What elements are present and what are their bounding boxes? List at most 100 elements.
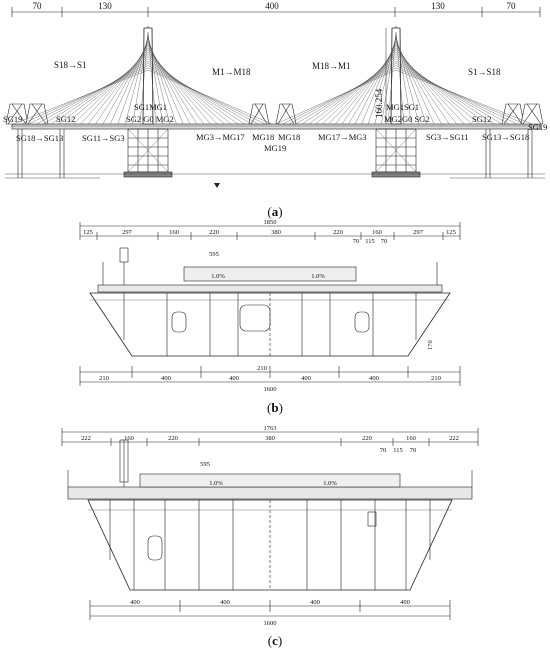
stay-cable <box>395 51 472 125</box>
stay-cable <box>147 58 238 125</box>
right-end-label: SG19 <box>528 122 547 132</box>
stay-cable <box>95 45 149 125</box>
left-bottom-b: SG11→SG3 <box>82 133 125 143</box>
stay-cable <box>395 58 495 125</box>
c-bot-1: 400 <box>130 599 140 606</box>
stay-cables <box>13 31 533 125</box>
b-top-9: 125 <box>446 229 456 236</box>
b-bot-1: 210 <box>99 375 109 382</box>
stay-cable <box>348 45 397 125</box>
b-top-3: 160 <box>169 229 179 236</box>
b-inner: 595 <box>209 251 219 258</box>
crane-right-end <box>520 103 544 125</box>
caption-b: (b) <box>267 400 283 415</box>
b-bot-6: 210 <box>431 375 441 382</box>
span-3: 400 <box>265 1 279 11</box>
stay-cable <box>147 51 218 125</box>
c-top-3: 220 <box>168 435 178 442</box>
stay-cable <box>28 65 149 125</box>
b-top-2: 297 <box>122 229 133 236</box>
stay-cable <box>73 51 149 125</box>
b-small-1: 70 <box>353 238 360 245</box>
stay-cable <box>147 45 198 125</box>
left-mid-label: SG12 <box>56 114 75 124</box>
center-a: MG3→MG17 <box>196 132 245 142</box>
stay-cable <box>13 69 149 125</box>
c-bot-2: 400 <box>220 599 230 606</box>
stay-cable <box>395 65 518 125</box>
center-b: MG18 <box>252 132 274 142</box>
stay-cable <box>395 49 465 125</box>
b-slope-1: 1.0% <box>211 273 225 280</box>
b-bot-2: 400 <box>161 375 171 382</box>
caption-a: (a) <box>267 204 282 219</box>
stay-cable <box>65 54 149 125</box>
caption-c: (c) <box>268 633 282 648</box>
left-main-cables: M1→M18 <box>212 67 251 77</box>
stay-cable <box>275 69 397 125</box>
b-small-3: 70 <box>381 238 388 245</box>
b-bot-4: 400 <box>301 375 311 382</box>
stay-cable <box>341 47 397 125</box>
panel-b-labels: 1850 125 297 160 220 380 220 160 297 125… <box>83 219 456 393</box>
right-main-cables: M18→M1 <box>312 61 351 71</box>
left-back-cables: S18→S1 <box>54 60 87 70</box>
panel-c-labels: 1763 222 160 220 380 220 160 222 70 115 … <box>81 425 459 627</box>
right-bottom-a: SG3→SG11 <box>426 132 469 142</box>
b-small-2: 115 <box>365 238 375 245</box>
panel-a-labels: 70 130 400 130 70 160.254 S18→S1 M1→M18 … <box>3 1 547 153</box>
c-slope-1: 1.0% <box>209 480 223 487</box>
b-top-4: 220 <box>209 229 219 236</box>
crane-right-mid <box>501 103 525 125</box>
b-top-1: 125 <box>83 229 93 236</box>
span-2: 130 <box>98 1 112 11</box>
panel-c-section <box>61 428 479 620</box>
c-top-7: 222 <box>449 435 459 442</box>
right-deck-labels: MG2G0 SG2 <box>384 114 430 124</box>
crane-left-end <box>5 103 29 125</box>
stay-cable <box>395 63 510 125</box>
stay-cable <box>21 67 149 125</box>
c-small-1: 70 <box>380 447 387 454</box>
b-top-7: 160 <box>372 229 382 236</box>
crane-center-left <box>248 103 270 125</box>
b-side: 170 <box>427 340 434 350</box>
stay-cable <box>147 47 204 125</box>
right-bottom-b: SG13→SG18 <box>482 132 529 142</box>
stay-cable <box>147 60 245 125</box>
c-top-2: 160 <box>124 435 134 442</box>
stay-cable <box>395 45 450 125</box>
crane-center-right <box>275 103 297 125</box>
center-c: MG18 <box>278 132 300 142</box>
right-top-labels: MG1SG1 <box>386 102 419 112</box>
stay-cable <box>321 54 397 125</box>
b-bot-3: 400 <box>229 375 239 382</box>
b-top-6: 220 <box>333 229 343 236</box>
c-inner: 595 <box>200 461 210 468</box>
stay-cable <box>395 56 487 125</box>
left-top-labels: SG1MG1 <box>134 102 167 112</box>
center-d: MG19 <box>264 143 286 153</box>
c-bot-3: 400 <box>310 599 320 606</box>
stay-cable <box>328 51 397 125</box>
left-bottom-a: SG18→SG13 <box>16 133 63 143</box>
stay-cable <box>80 49 149 125</box>
stay-cable <box>308 58 397 125</box>
stay-cable <box>395 67 525 125</box>
b-bottom-total: 1600 <box>264 386 277 393</box>
stay-cable <box>147 49 211 125</box>
c-small-3: 70 <box>410 447 417 454</box>
c-bot-4: 400 <box>400 599 410 606</box>
stay-cable <box>395 47 457 125</box>
stay-cable <box>395 54 480 125</box>
b-total: 1850 <box>264 219 277 226</box>
left-deck-labels: SG2 G0 MG2 <box>126 114 174 124</box>
stay-cable <box>58 56 149 125</box>
left-end-label: SG19 <box>3 114 22 124</box>
c-top-6: 160 <box>406 435 416 442</box>
c-slope-2: 1.0% <box>323 480 337 487</box>
stay-cable <box>302 60 397 125</box>
stay-cable <box>36 63 149 125</box>
stay-cable <box>147 63 252 125</box>
